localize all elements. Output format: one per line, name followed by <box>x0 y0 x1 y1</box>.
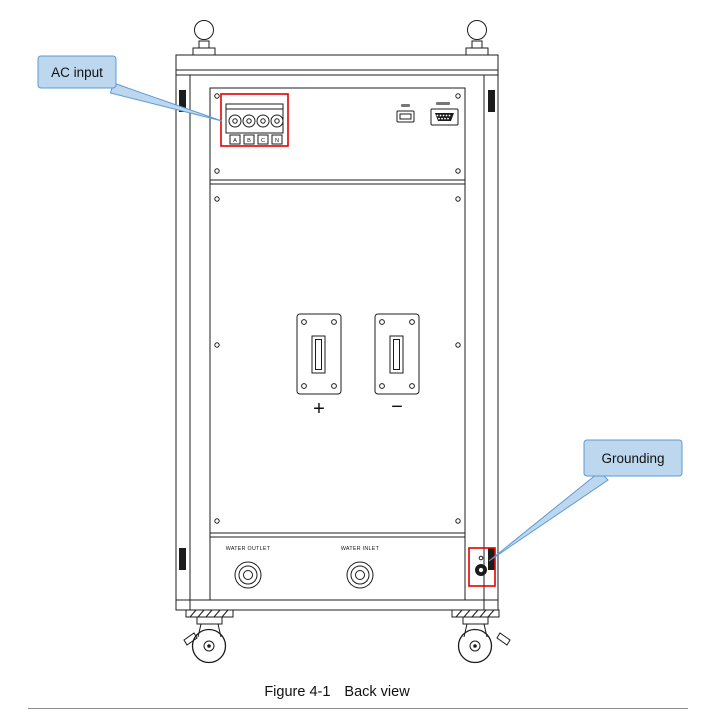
terminal-letter: N <box>275 138 279 144</box>
eye-shank <box>198 40 210 49</box>
cover-slot <box>311 335 326 374</box>
busbar-cover-negative <box>374 313 420 395</box>
eye-ring <box>467 20 487 40</box>
water-outlet: WATER OUTLET <box>226 546 271 589</box>
caster-plate-hatch <box>189 609 229 618</box>
water-outlet-fitting <box>234 561 262 589</box>
connector-outline <box>430 108 459 126</box>
terminal-label-box <box>271 134 283 145</box>
eye-ring <box>194 20 214 40</box>
rail-slot <box>179 548 186 570</box>
busbar-cover-positive <box>296 313 342 395</box>
polarity-minus-label: − <box>391 396 403 418</box>
cover-plate <box>374 313 420 395</box>
caster-right <box>451 609 511 664</box>
grounding-highlight-box <box>468 547 496 587</box>
terminal-label-box <box>257 134 269 145</box>
grounding-leader-arrow <box>488 470 609 562</box>
rail-slot <box>179 90 186 112</box>
cabinet-frame <box>175 54 499 611</box>
ac-input-leader-arrow <box>109 82 223 122</box>
terminal-label-box <box>243 134 255 145</box>
caster-wheel <box>191 628 227 664</box>
ac-input-callout-box <box>37 55 117 89</box>
grounding-callout-box <box>583 439 683 477</box>
terminal-circle <box>242 114 256 128</box>
connector-pins <box>436 114 451 120</box>
callout-ac-input: AC input <box>37 55 223 122</box>
caster-plate-hatch <box>455 609 495 618</box>
caption-figure-no: Figure 4-1 <box>264 684 331 700</box>
caster-swivel <box>196 616 223 625</box>
port-label-mark <box>401 104 410 107</box>
usb-port <box>396 104 415 123</box>
lifting-eye-right <box>465 20 489 56</box>
cabinet-body <box>175 74 499 611</box>
callout-grounding: Grounding <box>488 439 683 562</box>
caster-hub <box>469 640 481 652</box>
caster-wheel <box>457 628 493 664</box>
caster-brake <box>496 632 511 646</box>
eye-base <box>465 47 489 56</box>
panel-screws <box>214 93 461 524</box>
grounding-stud-center <box>478 567 484 573</box>
cover-slot-inner <box>393 339 400 370</box>
ac-input-highlight-box <box>220 93 289 147</box>
rear-panel <box>209 87 466 601</box>
caption-title: Back view <box>344 684 410 700</box>
terminal-block-top-bar <box>225 103 284 110</box>
connector-trapezoid <box>435 113 454 121</box>
ac-terminal-block: A B C N <box>220 93 289 147</box>
water-inlet: WATER INLET <box>341 546 380 589</box>
usb-port-outline <box>396 110 415 123</box>
lifting-eye-left <box>192 20 216 56</box>
caster-hub <box>203 640 215 652</box>
terminal-letter: B <box>247 138 251 144</box>
caster-left <box>183 609 234 664</box>
ac-input-callout-label: AC input <box>51 65 103 80</box>
caster-brake <box>183 632 198 646</box>
usb-port-inner <box>399 113 412 120</box>
water-inlet-label: WATER INLET <box>341 546 380 552</box>
water-outlet-label: WATER OUTLET <box>226 546 271 552</box>
comm-connector <box>430 102 459 126</box>
cover-plate <box>296 313 342 395</box>
terminal-letter: A <box>233 138 237 144</box>
cabinet-top-cap <box>175 54 499 76</box>
cover-slot <box>389 335 404 374</box>
grounding-point <box>468 547 496 587</box>
grounding-callout-label: Grounding <box>601 451 664 466</box>
cover-slot-inner <box>315 339 322 370</box>
terminal-letter: C <box>261 138 265 144</box>
grounding-mark <box>478 555 484 561</box>
eye-shank <box>471 40 483 49</box>
terminal-circle <box>270 114 284 128</box>
terminal-circle <box>256 114 270 128</box>
footer-rule <box>28 708 688 709</box>
polarity-plus-label: + <box>313 398 325 420</box>
water-inlet-fitting <box>346 561 374 589</box>
caster-swivel <box>462 616 489 625</box>
port-label-mark <box>436 102 450 105</box>
terminal-label-box <box>229 134 241 145</box>
terminal-circle <box>228 114 242 128</box>
rail-slot <box>488 90 495 112</box>
eye-base <box>192 47 216 56</box>
figure-caption: Figure 4-1 Back view <box>0 684 674 700</box>
